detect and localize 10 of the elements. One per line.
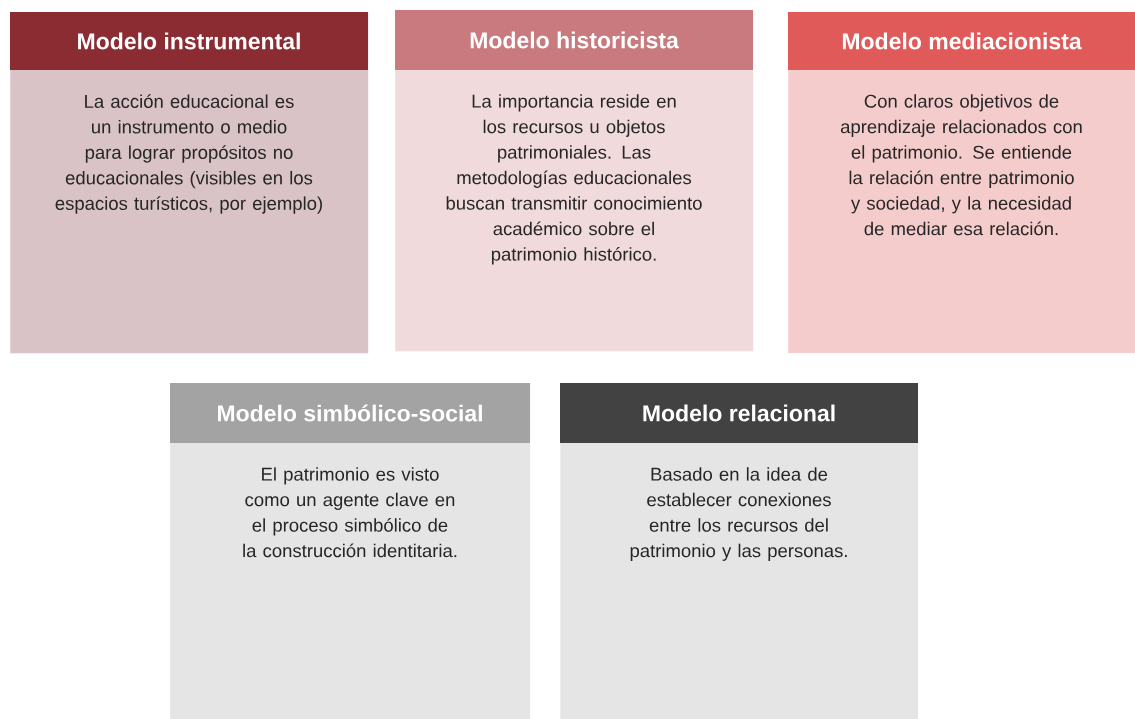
card-text: La acción educacional es un instrumento o medio para lograr propósitos no educacionales (visibles en los espacios turísticos, por ejemplo) — [55, 94, 322, 214]
card-header: Modelo mediacionista — [788, 12, 1135, 70]
card-header: Modelo historicista — [395, 10, 753, 70]
card-header: Modelo relacional — [560, 383, 918, 443]
card-header: Modelo simbólico-social — [170, 383, 530, 443]
card-text: Basado en la idea de establecer conexiones entre los recursos del patrimonio y las personas. — [630, 467, 847, 561]
card-text: Con claros objetivos de aprendizaje relacionados con el patrimonio. Se entiende la relación entre patrimonio y sociedad, y la necesidad de mediar esa relación. — [840, 94, 1082, 236]
card-header: Modelo instrumental — [10, 12, 368, 70]
card-text: La importancia reside en los recursos u objetos patrimoniales. Las metodologías educacionales buscan transmitir conocimiento académico sobre el patrimonio histórico. — [446, 94, 702, 265]
card-text: El patrimonio es visto como un agente clave en el proceso simbólico de la construcción identitaria. — [243, 467, 457, 558]
